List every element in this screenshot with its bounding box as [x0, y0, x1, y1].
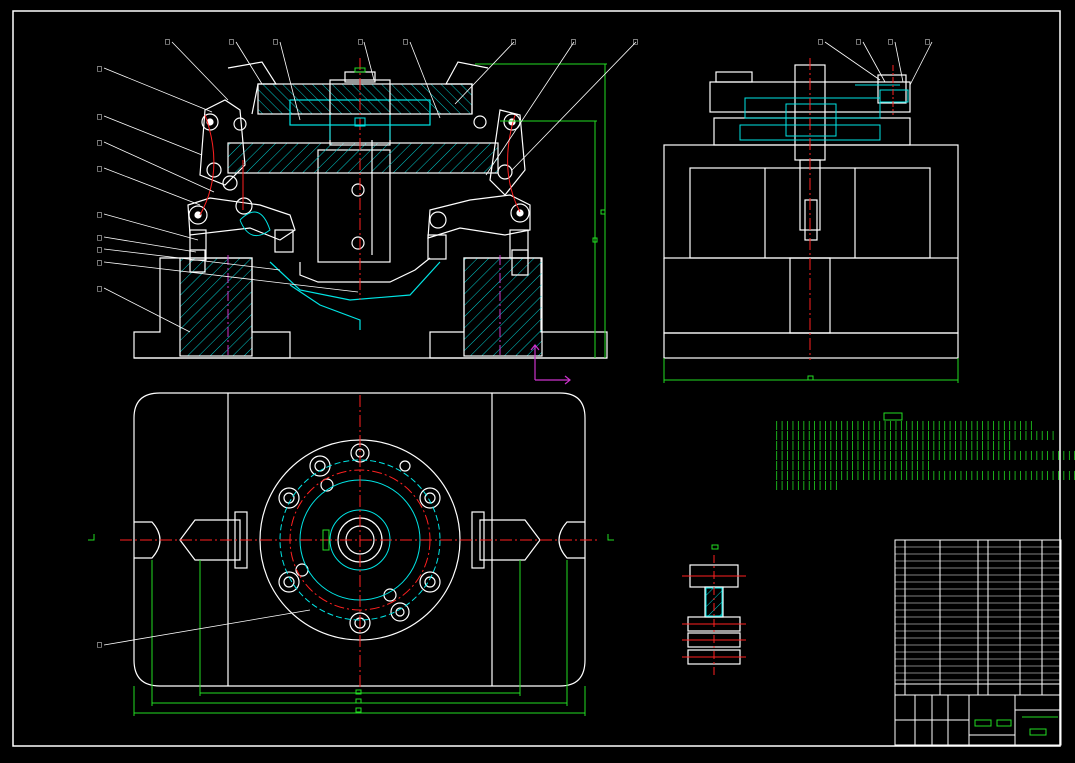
balloon-8: □	[633, 37, 638, 46]
notes-line-3: ||||||||||||||||||||||||||||||||||||||||…	[774, 441, 1012, 451]
balloon-4: □	[358, 37, 363, 46]
notes-line-1: ||||||||||||||||||||||||||||||||||||||||…	[774, 421, 1034, 431]
balloon-19: □	[818, 37, 823, 46]
ucs-icon	[530, 344, 571, 385]
balloon-5: □	[403, 37, 408, 46]
side-dimensions	[663, 358, 959, 383]
top-view-dimensions	[88, 529, 614, 716]
balloon-labels-top: □ □ □ □ □ □ □ □ □ □ □ □ □ □ □ □ □ □ □ □ …	[97, 37, 930, 649]
title-block	[894, 694, 1062, 746]
balloon-12: □	[97, 164, 102, 173]
balloon-9: □	[97, 64, 102, 73]
notes-line-7: ||||||||||||	[774, 481, 839, 491]
front-center-lines	[199, 58, 521, 355]
balloon-18: □	[97, 640, 102, 649]
front-hidden-lines	[239, 115, 430, 237]
parts-list-rows	[895, 546, 1061, 681]
balloon-leaders-top	[103, 41, 637, 333]
technical-notes: ||||||||||||||||||||||||||||||||||||||||…	[774, 412, 1075, 491]
balloon-2: □	[229, 37, 234, 46]
detail-label-box	[711, 544, 719, 550]
balloon-3: □	[273, 37, 278, 46]
top-view-center-lines	[120, 395, 600, 688]
notes-line-5: |||||||||||||||||||||||||||||	[774, 461, 931, 471]
balloon-17: □	[97, 284, 102, 293]
side-center-lines	[809, 58, 894, 360]
balloon-7: □	[571, 37, 576, 46]
balloon-1: □	[165, 37, 170, 46]
top-balloon-leader	[103, 609, 311, 646]
balloon-15: □	[97, 245, 102, 254]
balloon-16: □	[97, 258, 102, 267]
parts-list-table	[894, 539, 1062, 696]
front-view	[133, 61, 608, 359]
detail-center-lines	[682, 555, 746, 675]
notes-line-6: ||||||||||||||||||||||||||||||||||||||||…	[774, 471, 1075, 481]
notes-line-2: ||||||||||||||||||||||||||||||||||||||||…	[774, 431, 1056, 441]
balloon-14: □	[97, 233, 102, 242]
title-block-labels	[974, 716, 1058, 736]
balloon-20: □	[856, 37, 861, 46]
balloon-22: □	[925, 37, 930, 46]
balloon-13: □	[97, 210, 102, 219]
notes-line-4: ||||||||||||||||||||||||||||||||||||||||…	[774, 451, 1075, 461]
balloon-11: □	[97, 138, 102, 147]
balloon-21: □	[888, 37, 893, 46]
balloon-6: □	[511, 37, 516, 46]
sheet-border	[12, 10, 1061, 747]
side-balloon-leaders	[824, 41, 933, 86]
balloon-10: □	[97, 112, 102, 121]
side-view	[663, 64, 959, 359]
front-dimensions	[354, 63, 607, 358]
